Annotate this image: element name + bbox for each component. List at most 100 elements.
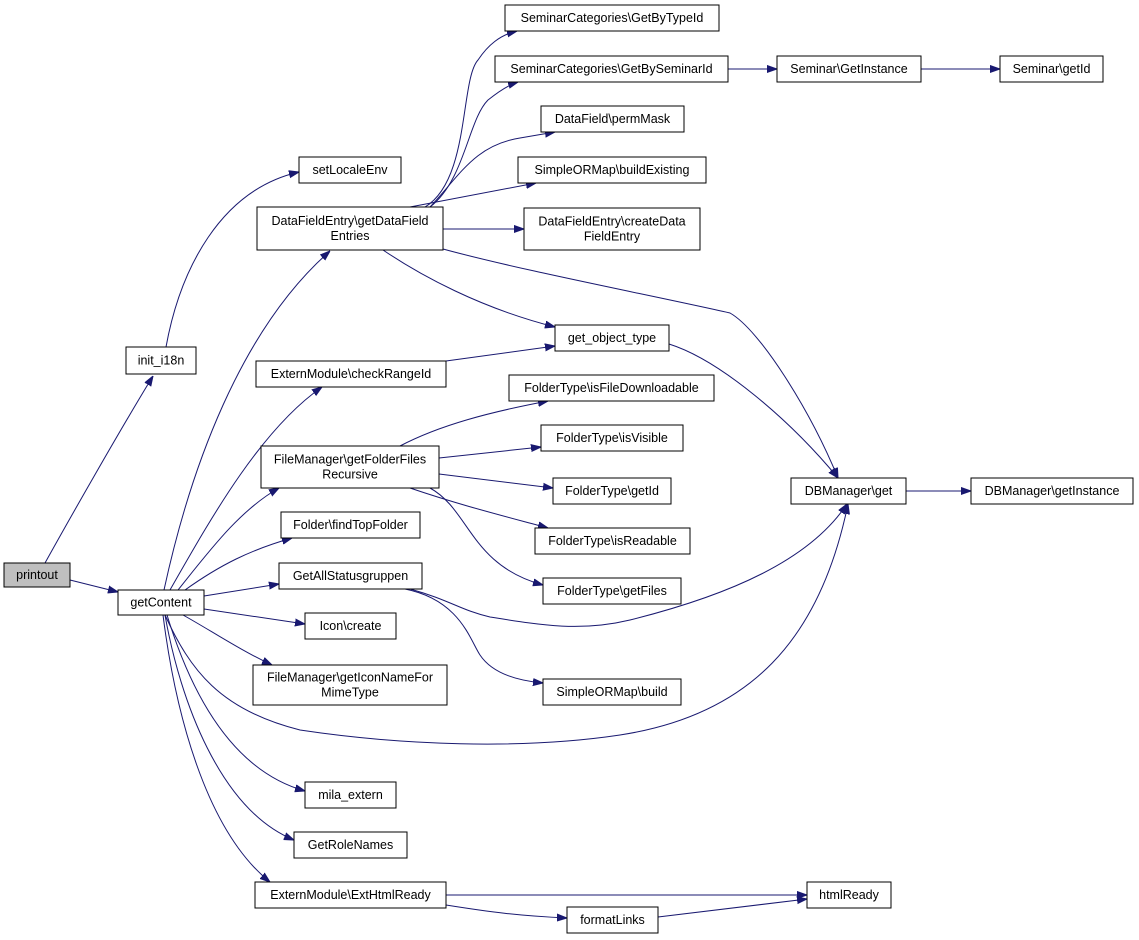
node-init_i18n[interactable]: init_i18n <box>125 346 197 375</box>
node-box <box>776 55 922 83</box>
edge-getContent-to-checkRangeId <box>169 387 322 591</box>
node-label: FileManager\getFolderFiles <box>274 453 426 467</box>
edge-getFolderFilesRecursive-to-isFileDownloadable <box>399 401 548 447</box>
node-label: FolderType\isFileDownloadable <box>524 381 698 395</box>
node-label: SimpleORMap\buildExisting <box>535 163 690 177</box>
node-box <box>504 4 720 32</box>
node-box <box>252 664 448 706</box>
edge-line <box>668 343 838 478</box>
node-box <box>256 206 444 251</box>
node-folderGetId[interactable]: FolderType\getId <box>552 477 672 505</box>
edge-line <box>169 387 322 591</box>
node-box <box>517 156 707 184</box>
node-box <box>117 589 205 616</box>
edge-getContent-to-getFolderFilesRecursive <box>177 488 279 591</box>
node-permMask[interactable]: DataField\permMask <box>540 105 685 133</box>
edge-line <box>409 183 536 208</box>
node-label: DataFieldEntry\createData <box>538 215 685 229</box>
edge-line <box>657 899 807 918</box>
node-label: ExternModule\checkRangeId <box>271 367 432 381</box>
edge-getContent-to-GetRoleNames <box>164 614 294 840</box>
node-formatLinks[interactable]: formatLinks <box>566 906 659 934</box>
node-GetByTypeId[interactable]: SeminarCategories\GetByTypeId <box>504 4 720 32</box>
node-label: htmlReady <box>819 888 879 902</box>
node-label: printout <box>16 568 58 582</box>
edge-getContent-to-iconCreate <box>203 608 305 624</box>
edge-getFolderFilesRecursive-to-isVisible <box>438 447 541 459</box>
node-dbGet[interactable]: DBManager\get <box>790 477 907 505</box>
node-dbGetInstance[interactable]: DBManager\getInstance <box>970 477 1134 505</box>
edge-line <box>182 614 272 665</box>
edge-getContent-to-ExtHtmlReady <box>162 614 270 882</box>
node-label: FolderType\isVisible <box>556 431 668 445</box>
edge-ExtHtmlReady-to-formatLinks <box>445 904 567 918</box>
edge-line <box>429 132 555 208</box>
edge-line <box>203 584 279 597</box>
edge-getDataFieldEntries-to-dbGet <box>442 248 838 478</box>
edge-line <box>438 473 553 488</box>
edge-getFolderFilesRecursive-to-isReadable <box>409 487 548 528</box>
node-label: formatLinks <box>580 913 645 927</box>
edge-GetAllStatusgruppen-to-dbGet <box>409 504 847 627</box>
edge-getContent-to-dbGet <box>164 504 848 745</box>
node-box <box>494 55 729 83</box>
node-GetBySeminarId[interactable]: SeminarCategories\GetBySeminarId <box>494 55 729 83</box>
node-mila_extern[interactable]: mila_extern <box>304 781 397 809</box>
node-label: init_i18n <box>138 354 185 368</box>
node-seminarGetId[interactable]: Seminar\getId <box>999 55 1104 83</box>
node-findTopFolder[interactable]: Folder\findTopFolder <box>280 511 421 539</box>
node-box <box>3 562 71 588</box>
node-box <box>554 324 670 352</box>
node-box <box>566 906 659 934</box>
edge-line <box>69 579 118 592</box>
node-box <box>970 477 1134 505</box>
edge-line <box>177 488 279 591</box>
node-iconCreate[interactable]: Icon\create <box>304 612 397 640</box>
edge-line <box>399 401 548 447</box>
edge-line <box>162 614 270 882</box>
edges-layer <box>44 31 1000 918</box>
node-box <box>304 781 397 809</box>
node-isFileDownloadable[interactable]: FolderType\isFileDownloadable <box>508 374 715 402</box>
node-isVisible[interactable]: FolderType\isVisible <box>540 424 684 452</box>
edge-line <box>166 614 305 791</box>
edge-getContent-to-getDataFieldEntries <box>163 251 330 591</box>
edge-line <box>438 447 541 459</box>
edge-getDataFieldEntries-to-permMask <box>429 132 555 208</box>
node-label: SeminarCategories\GetByTypeId <box>521 11 704 25</box>
node-buildExisting[interactable]: SimpleORMap\buildExisting <box>517 156 707 184</box>
node-label: GetAllStatusgruppen <box>293 569 408 583</box>
edge-printout-to-init_i18n <box>44 376 153 564</box>
node-GetAllStatusgruppen[interactable]: GetAllStatusgruppen <box>278 562 423 590</box>
edge-checkRangeId-to-get_object_type <box>445 346 555 362</box>
node-htmlReady[interactable]: htmlReady <box>806 881 892 909</box>
node-GetRoleNames[interactable]: GetRoleNames <box>293 831 408 859</box>
node-box <box>125 346 197 375</box>
node-label: DataFieldEntry\getDataField <box>271 214 428 228</box>
node-box <box>304 612 397 640</box>
node-ExtHtmlReady[interactable]: ExternModule\ExtHtmlReady <box>254 881 447 909</box>
node-sormBuild[interactable]: SimpleORMap\build <box>542 678 682 706</box>
edge-GetAllStatusgruppen-to-sormBuild <box>404 588 543 683</box>
node-getFiles[interactable]: FolderType\getFiles <box>542 577 682 605</box>
node-checkRangeId[interactable]: ExternModule\checkRangeId <box>255 360 447 388</box>
edge-line <box>424 31 517 208</box>
node-isReadable[interactable]: FolderType\isReadable <box>534 527 691 555</box>
node-box <box>254 881 447 909</box>
node-printout[interactable]: printout <box>3 562 71 588</box>
edge-getDataFieldEntries-to-GetByTypeId <box>424 31 517 208</box>
node-box <box>540 424 684 452</box>
edge-line <box>409 504 847 627</box>
node-box <box>293 831 408 859</box>
node-getContent[interactable]: getContent <box>117 589 205 616</box>
node-label: DBManager\get <box>805 484 893 498</box>
edge-line <box>164 504 848 745</box>
node-get_object_type[interactable]: get_object_type <box>554 324 670 352</box>
node-setLocaleEnv[interactable]: setLocaleEnv <box>298 156 402 184</box>
node-seminarGetInstance[interactable]: Seminar\GetInstance <box>776 55 922 83</box>
node-label: FolderType\getId <box>565 484 659 498</box>
